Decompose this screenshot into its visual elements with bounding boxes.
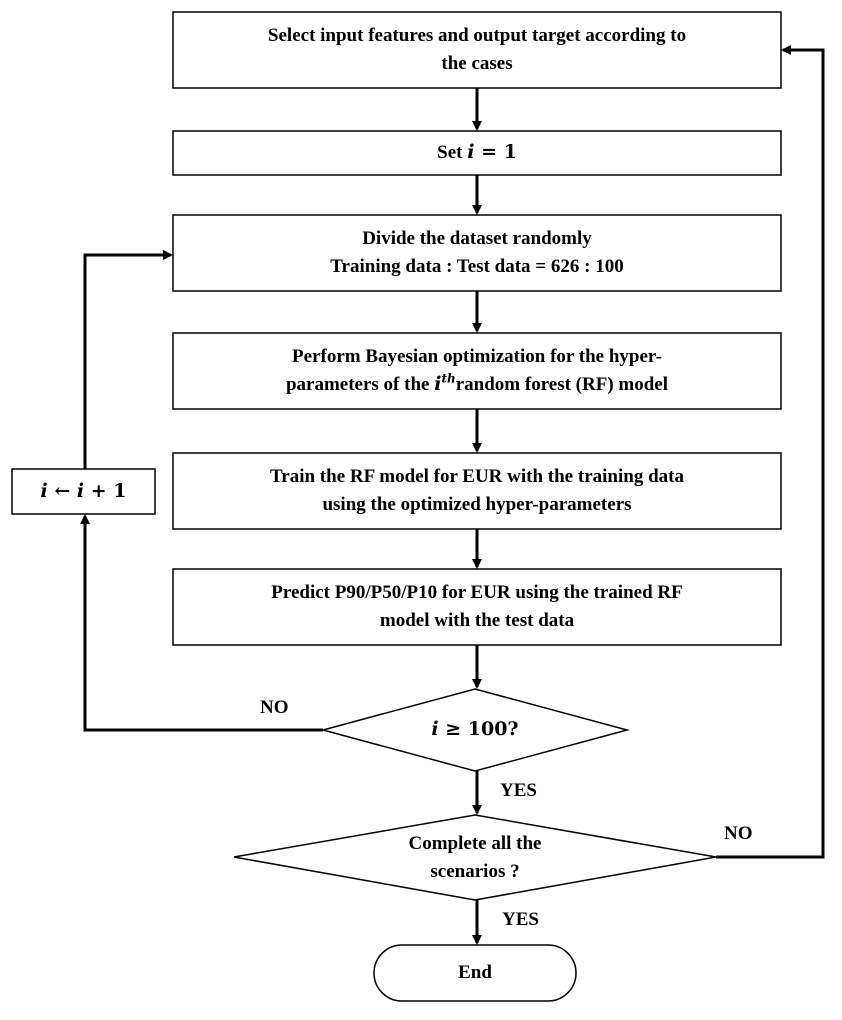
increment-rest: + 1 [84, 479, 127, 502]
divide-dataset-text: Divide the dataset randomly Training dat… [173, 215, 781, 291]
scenarios-line2: scenarios ? [430, 860, 520, 882]
set-i-prefix: Set [437, 142, 468, 164]
bayes-line2: parameters of the ithrandom forest (RF) … [286, 371, 668, 399]
bayesian-optimization-box [172, 332, 782, 410]
scenarios-line1: Complete all the [408, 832, 542, 854]
divide-line1: Divide the dataset randomly [362, 228, 592, 250]
train-line1: Train the RF model for EUR with the trai… [270, 466, 684, 488]
train-rf-text: Train the RF model for EUR with the trai… [173, 453, 781, 529]
decision-i-diamond [320, 688, 630, 772]
set-i-box [172, 130, 782, 176]
bayesian-optimization-text: Perform Bayesian optimization for the hy… [173, 333, 781, 409]
select-features-line2: the cases [441, 53, 513, 74]
end-text: End [374, 945, 576, 1001]
arrow-no-to-select [716, 45, 825, 859]
predict-line2: model with the test data [379, 610, 575, 631]
increment-text: i ← i + 1 [12, 469, 155, 514]
bayes-line1: Perform Bayesian optimization for the hy… [292, 346, 662, 368]
decision-i-line: i ≥ 100? [431, 716, 518, 744]
increment-var: i [40, 479, 48, 502]
bayes-line2-pre: parameters of the [285, 374, 435, 395]
divide-line2: Training data : Test data = 626 : 100 [330, 256, 624, 277]
predict-box [172, 568, 782, 646]
set-i-rest: = 1 [474, 141, 517, 164]
yes-label-1: YES [500, 780, 537, 801]
bayes-sup: th [441, 371, 456, 386]
predict-text: Predict P90/P50/P10 for EUR using the tr… [173, 569, 781, 645]
set-i-var: i [467, 141, 475, 164]
arrow-no-to-increment [80, 514, 323, 732]
no-label-left: NO [260, 697, 289, 718]
decision-i-var: i [431, 718, 439, 741]
divide-dataset-box [172, 214, 782, 292]
bayes-var: i [434, 373, 442, 395]
arrow-increment-to-divide [83, 250, 173, 469]
set-i-text: Set i = 1 [173, 131, 781, 175]
bayes-line2-post: random forest (RF) model [455, 374, 669, 395]
decision-i-rest: ≥ 100? [438, 718, 519, 741]
train-rf-box [172, 452, 782, 530]
set-i-line: Set i = 1 [437, 139, 517, 167]
select-features-text: Select input features and output target … [173, 12, 781, 88]
increment-var2: i [76, 479, 85, 502]
predict-line1: Predict P90/P50/P10 for EUR using the tr… [271, 582, 683, 604]
increment-line: i ← i + 1 [41, 478, 127, 506]
end-label: End [458, 962, 492, 984]
train-line2: using the optimized hyper-parameters [322, 494, 632, 515]
select-features-line1: Select input features and output target … [267, 25, 687, 47]
decision-scenarios-diamond [233, 814, 717, 901]
increment-arrow: ← [47, 479, 77, 502]
no-label-right: NO [724, 823, 753, 844]
select-features-box [172, 11, 782, 89]
decision-i-text: i ≥ 100? [323, 689, 627, 771]
yes-label-2: YES [502, 909, 539, 930]
end-terminator [373, 944, 577, 1002]
decision-scenarios-text: Complete all the scenarios ? [234, 815, 716, 900]
